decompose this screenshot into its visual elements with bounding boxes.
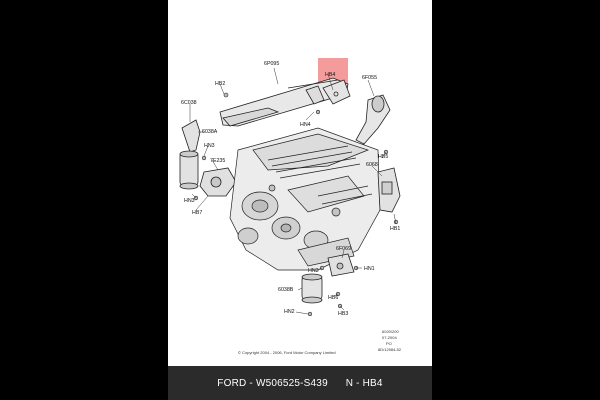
leader-lines bbox=[189, 67, 397, 315]
copyright-text: © Copyright 2004 - 2006, Ford Motor Comp… bbox=[238, 350, 336, 355]
ref-code-2: 07-2004 bbox=[382, 335, 397, 340]
engine-mount-diagram: 6P095 HB2 6C038 6038A HN3 7E235 HN3 HB7 … bbox=[179, 58, 402, 355]
label-hb6: HB6 bbox=[328, 295, 338, 301]
label-hb1: HB1 bbox=[390, 226, 400, 232]
parts-diagram-panel: 6P095 HB2 6C038 6038A HN3 7E235 HN3 HB7 … bbox=[168, 0, 432, 366]
label-6c038: 6C038 bbox=[181, 100, 197, 106]
label-hn3-lower: HN3 bbox=[184, 198, 195, 204]
bracket-6p095 bbox=[219, 77, 351, 127]
caption-brand: FORD bbox=[217, 377, 247, 389]
caption-suffix: N - HB4 bbox=[345, 377, 383, 389]
label-hn1: HN1 bbox=[364, 266, 375, 272]
left-mount-6038a bbox=[179, 119, 201, 190]
engine-block bbox=[229, 127, 381, 271]
label-6p095: 6P095 bbox=[264, 61, 279, 67]
label-7e235: 7E235 bbox=[210, 158, 225, 164]
caption-sep-2 bbox=[328, 378, 346, 389]
label-6f055: 6F055 bbox=[362, 75, 377, 81]
label-hb2: HB2 bbox=[215, 81, 225, 87]
label-hb3: HB3 bbox=[338, 311, 348, 317]
label-hn3-left: HN3 bbox=[204, 143, 215, 149]
label-hn3-bottom: HN3 bbox=[308, 268, 319, 274]
part-caption-bar: FORD - W506525-S439 N - HB4 bbox=[168, 366, 432, 400]
right-mount-6068 bbox=[377, 167, 401, 213]
ref-code-3: PO bbox=[386, 341, 392, 346]
label-hb5: HB5 bbox=[378, 154, 388, 160]
fasteners bbox=[193, 92, 399, 317]
bracket-6f055 bbox=[351, 94, 391, 155]
caption-part-number: W506525-S439 bbox=[255, 377, 328, 389]
label-6f069: 6F069 bbox=[336, 246, 351, 252]
label-hn2: HN2 bbox=[284, 309, 295, 315]
label-6038b: 6038B bbox=[278, 287, 294, 293]
ref-code-1: 6020/200 bbox=[382, 329, 399, 334]
label-hn4: HN4 bbox=[300, 122, 311, 128]
label-hb7: HB7 bbox=[192, 210, 202, 216]
caption-sep-1: - bbox=[246, 377, 256, 389]
bracket-6f069 bbox=[327, 253, 355, 277]
label-6068: 6068 bbox=[366, 162, 378, 168]
lower-mount-6038b bbox=[301, 273, 323, 304]
ref-code-4: 8D/12984-52 bbox=[378, 347, 402, 352]
label-hb4: HB4 bbox=[325, 72, 335, 78]
part-7e235 bbox=[199, 167, 237, 197]
label-6038a: 6038A bbox=[202, 129, 218, 135]
